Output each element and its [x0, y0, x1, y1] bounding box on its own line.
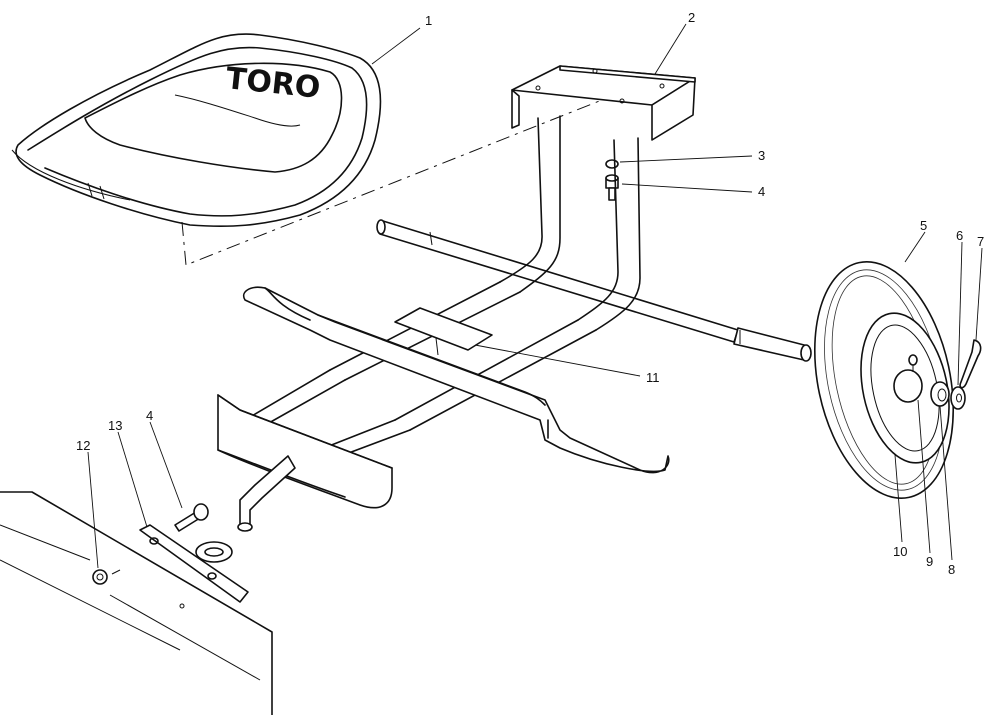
callout-9: 9	[926, 554, 933, 569]
seat: TORO	[11, 33, 382, 228]
leader-lines	[87, 23, 983, 569]
flat-washer-6	[950, 386, 966, 410]
callout-4-upper: 4	[758, 184, 765, 199]
callout-11: 11	[646, 370, 660, 385]
callout-2: 2	[688, 10, 695, 25]
tractor-body	[0, 491, 273, 715]
bolt-4-lower	[174, 503, 209, 532]
lock-washer-3	[605, 159, 619, 169]
front-tray	[217, 394, 393, 509]
callout-1: 1	[425, 13, 432, 28]
callouts: 1 2 3 4 5 6 7 8 9 10 11 12 13 4	[76, 10, 984, 577]
callout-6: 6	[956, 228, 963, 243]
seat-mount-bracket	[511, 65, 696, 141]
frame-decal-plate	[394, 307, 493, 356]
hitch-plate	[139, 524, 249, 603]
spacer-washer-8	[930, 381, 950, 407]
axle	[376, 219, 812, 362]
hitch-tongue	[237, 455, 296, 532]
nut-12	[92, 569, 121, 585]
wheel	[813, 261, 955, 499]
callout-3: 3	[758, 148, 765, 163]
callout-8: 8	[948, 562, 955, 577]
callout-4-lower: 4	[146, 408, 153, 423]
seat-alignment-line	[181, 95, 613, 266]
callout-10: 10	[893, 544, 907, 559]
cross-support-channel	[243, 286, 670, 474]
callout-12: 12	[76, 438, 90, 453]
callout-13: 13	[108, 418, 122, 433]
callout-5: 5	[920, 218, 927, 233]
callout-7: 7	[977, 234, 984, 249]
cotter-pin-7	[959, 339, 982, 389]
